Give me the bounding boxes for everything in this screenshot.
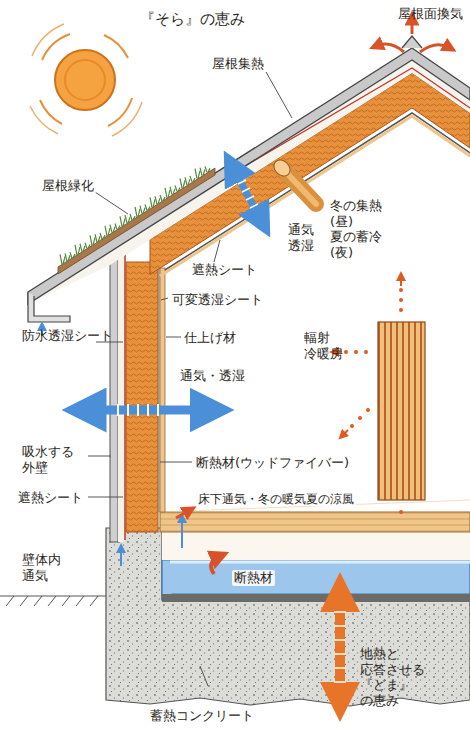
sun bbox=[30, 24, 142, 136]
roof-heat-collector bbox=[271, 157, 316, 204]
roof bbox=[28, 36, 470, 322]
note-label: 床下通気・冬の暖気夏の涼風 bbox=[196, 492, 356, 506]
radiation-dots bbox=[344, 288, 403, 514]
part-label: 仕上げ材 bbox=[184, 330, 236, 346]
part-label: 可変透湿シート bbox=[170, 292, 265, 308]
leader-lines bbox=[88, 72, 292, 686]
note-label: 冬の集熱(昼) 夏の蓄冷(夜) bbox=[330, 198, 382, 260]
part-label: 蓄熱コンクリート bbox=[150, 708, 254, 724]
ground bbox=[0, 596, 106, 606]
concrete bbox=[106, 528, 470, 706]
part-label: 吸水する 外壁 bbox=[22, 444, 74, 475]
radiant-panel bbox=[378, 322, 425, 500]
note-label: 輻射 冷暖房 bbox=[304, 330, 343, 361]
part-label: 屋根集熱 bbox=[212, 56, 264, 72]
note-label: 通気・透湿 bbox=[180, 368, 245, 384]
wall bbox=[110, 250, 165, 542]
earth-heat-arrow bbox=[334, 592, 346, 702]
part-label: 断熱材 bbox=[232, 570, 275, 586]
note-label: 地熱と 応答させる 『どま』の恵み bbox=[360, 646, 425, 708]
wall-vent-arrow bbox=[84, 404, 212, 416]
part-label: 屋根緑化 bbox=[40, 178, 96, 194]
part-label: 断熱材(ウッドファイバー) bbox=[196, 455, 349, 471]
floor bbox=[160, 512, 470, 532]
part-label: 遮熱シート bbox=[18, 490, 83, 506]
note-label: 通気 透湿 bbox=[288, 222, 314, 253]
title-label: 『そら』の恵み bbox=[140, 10, 245, 28]
part-label: 遮熱シート bbox=[190, 262, 259, 278]
part-label: 屋根面換気 bbox=[398, 6, 463, 22]
part-label: 防水透湿シート bbox=[22, 328, 113, 344]
note-label: 壁体内 通気 bbox=[22, 552, 61, 583]
roof-vent-arrow bbox=[232, 166, 262, 222]
